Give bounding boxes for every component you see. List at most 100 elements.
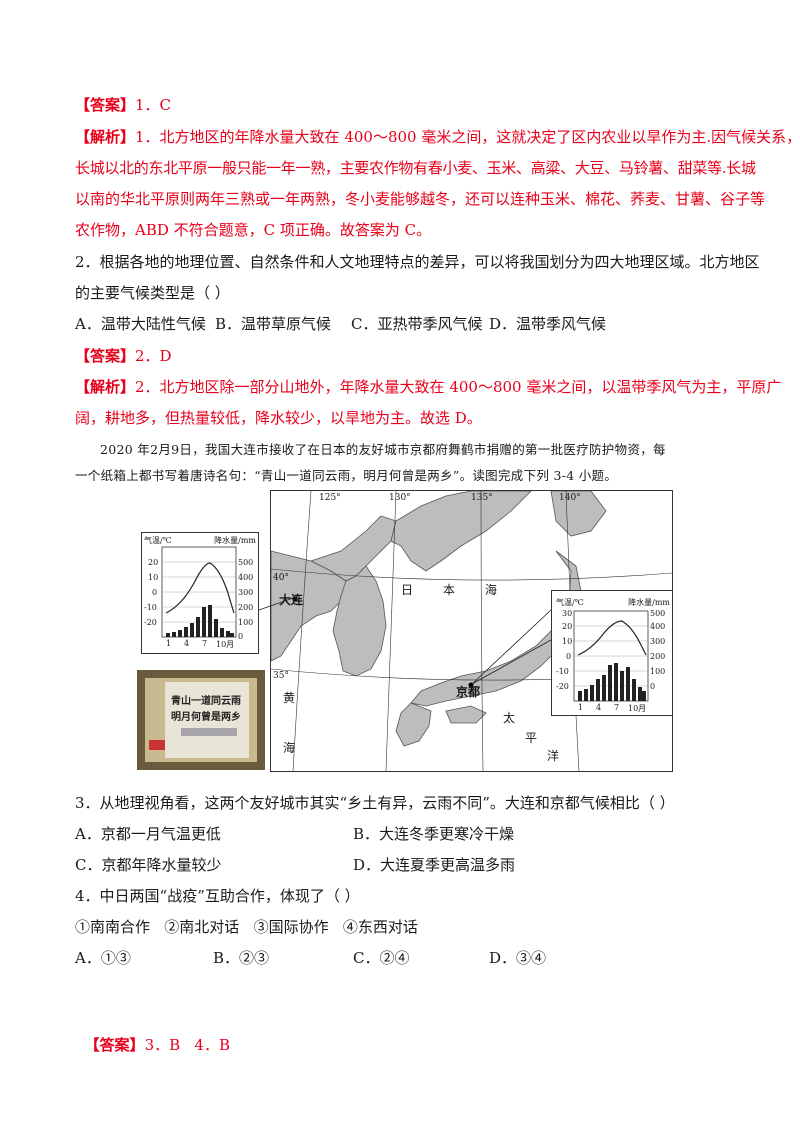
lat-40: 40° [273,573,289,583]
land-hokkaido [550,491,607,537]
dalian-precip-tick-100: 100 [238,618,254,627]
precip-axis-label: 降水量/mm [628,598,670,607]
answer-tag: 【答案】 [75,347,136,365]
dalian-temp-tick-20: 20 [148,558,159,567]
kyoto-temp-tick-10: 10 [562,637,573,646]
q1-analysis-line-4: 农作物，ABD 不符合题意，C 项正确。故答案为 C。 [75,221,432,239]
label-yellow-sea-1: 黄 [283,691,296,705]
q4-options: A．①③ B．②③ C．②④ D．③④ [75,947,715,969]
q1-answer: 【答案】1．C [75,94,171,116]
lon-135: 135° [471,493,493,503]
q4-option-b[interactable]: B．②③ [213,949,270,967]
temp-axis-label: 气温/℃ [144,536,172,545]
land-russia [390,491,532,572]
answer-text: 3．B 4．B [144,1036,230,1054]
q2-option-a[interactable]: A．温带大陆性气候 [75,315,206,333]
kyoto-temp-tick-0: 0 [566,652,572,661]
q2-option-b[interactable]: B．温带草原气候 [215,315,332,333]
lon-130: 130° [389,493,411,503]
kyoto-temp-tick-m10: -10 [556,667,569,676]
answer-tag: 【答案】 [75,96,136,114]
photo-box-inscription: 青山一道同云雨 明月何曾是两乡 [137,670,265,770]
dalian-temp-tick-m20: -20 [144,618,157,627]
label-sea-japan-1: 日 [401,583,414,597]
analysis-text: 1．北方地区的年降水量大致在 400～800 毫米之间，这就决定了区内农业以旱作… [135,128,800,146]
q3-option-b[interactable]: B．大连冬季更寒冷干燥 [353,825,515,843]
q2-stem-line-2: 的主要气候类型是（ ） [75,284,230,302]
kyoto-precip-tick-500: 500 [650,609,666,618]
land-korea [332,565,387,677]
analysis-tag: 【解析】 [75,128,136,146]
dalian-temp-tick-10: 10 [148,573,159,582]
land-kyushu [395,702,432,747]
q3-stem: 3．从地理视角看，这两个友好城市其实“乡土有异，云雨不同”。大连和京都气候相比（… [75,794,675,812]
figure-map-climate: 125° 130° 135° 140° 40° 35° 大连 京都 日 本 海 … [137,490,673,772]
kyoto-precip-tick-400: 400 [650,622,666,631]
dalian-month-1: 1 [166,639,172,648]
kyoto-month-4: 4 [596,703,602,712]
q34-answer: 【答案】3．B 4．B [75,1012,230,1056]
q3-option-a[interactable]: A．京都一月气温更低 [75,825,221,843]
precip-bars-dalian [166,605,234,637]
kyoto-precip-tick-200: 200 [650,652,666,661]
label-pacific-2: 平 [525,731,538,745]
q2-option-d[interactable]: D．温带季风气候 [489,315,607,333]
q4-option-c[interactable]: C．②④ [353,949,410,967]
lon-125: 125° [319,493,341,503]
kyoto-month-7: 7 [614,703,620,712]
photo-text-1: 青山一道同云雨 [171,696,241,707]
dalian-month-10: 10月 [216,640,235,649]
answer-tag: 【答案】 [84,1036,145,1054]
temp-curve-dalian [165,562,235,614]
q2-option-c[interactable]: C．亚热带季风气候 [351,315,483,333]
label-kyoto: 京都 [456,685,481,699]
dalian-temp-tick-0: 0 [152,588,158,597]
dalian-precip-tick-300: 300 [238,588,254,597]
q3-options-row-2: C．京都年降水量较少 D．大连夏季更高温多雨 [75,854,715,876]
label-yellow-sea-2: 海 [283,741,296,755]
q1-analysis-line-2: 长城以北的东北平原一般只能一年一熟，主要农作物有春小麦、玉米、高粱、大豆、马铃薯… [75,159,756,177]
q1-analysis-line-1: 【解析】1．北方地区的年降水量大致在 400～800 毫米之间，这就决定了区内农… [75,126,800,148]
dalian-chart-svg [161,546,237,638]
q3-option-d[interactable]: D．大连夏季更高温多雨 [353,856,516,874]
lon-140: 140° [559,493,581,503]
q2-options: A．温带大陆性气候 B．温带草原气候 C．亚热带季风气候 D．温带季风气候 [75,313,715,335]
label-sea-japan-2: 本 [443,583,456,597]
kyoto-precip-tick-300: 300 [650,637,666,646]
dalian-precip-tick-500: 500 [238,558,254,567]
photo-svg [137,670,265,770]
photo-text-2: 明月何曾是两乡 [171,712,241,723]
kyoto-precip-tick-0: 0 [650,682,656,691]
dalian-month-7: 7 [202,639,208,648]
label-pacific-3: 洋 [547,749,560,763]
precip-bars-kyoto [578,663,646,701]
q4-option-a[interactable]: A．①③ [75,949,131,967]
kyoto-month-10: 10月 [628,704,647,713]
label-sea-japan-3: 海 [485,583,498,597]
label-pacific-1: 太 [503,711,516,725]
dalian-precip-tick-0: 0 [238,632,244,641]
answer-text: 1．C [135,96,172,114]
q3-option-c[interactable]: C．京都年降水量较少 [75,856,222,874]
q3-options-row-1: A．京都一月气温更低 B．大连冬季更寒冷干燥 [75,823,715,845]
q4-option-d[interactable]: D．③④ [489,949,547,967]
kyoto-precip-tick-100: 100 [650,667,666,676]
analysis-tag: 【解析】 [75,378,136,396]
kyoto-temp-tick-30: 30 [562,609,573,618]
climate-chart-dalian: 气温/℃ 降水量/mm 20 10 0 -10 -20 500 400 [141,532,259,654]
kyoto-temp-tick-m20: -20 [556,682,569,691]
passage-line-2: 一个纸箱上都书写着唐诗名句：“青山一道同云雨，明月何曾是两乡”。读图完成下列 3… [75,468,618,483]
dalian-marker [292,596,298,602]
land-korea-north [309,515,397,582]
dalian-precip-tick-400: 400 [238,573,254,582]
label-dalian: 大连 [279,593,304,607]
dalian-month-4: 4 [184,639,190,648]
kyoto-month-1: 1 [578,703,584,712]
dalian-temp-tick-m10: -10 [144,603,157,612]
kyoto-temp-tick-20: 20 [562,622,573,631]
passage-line-1: 2020 年2月9日，我国大连市接收了在日本的友好城市京都府舞鹤市捐赠的第一批医… [100,442,666,457]
answer-text: 2．D [135,347,172,365]
q4-stem: 4．中日两国“战疫”互助合作，体现了（ ） [75,887,360,905]
analysis-text: 2．北方地区除一部分山地外，年降水量大致在 400～800 毫米之间，以温带季风… [135,378,782,396]
temp-curve-kyoto [577,620,647,656]
